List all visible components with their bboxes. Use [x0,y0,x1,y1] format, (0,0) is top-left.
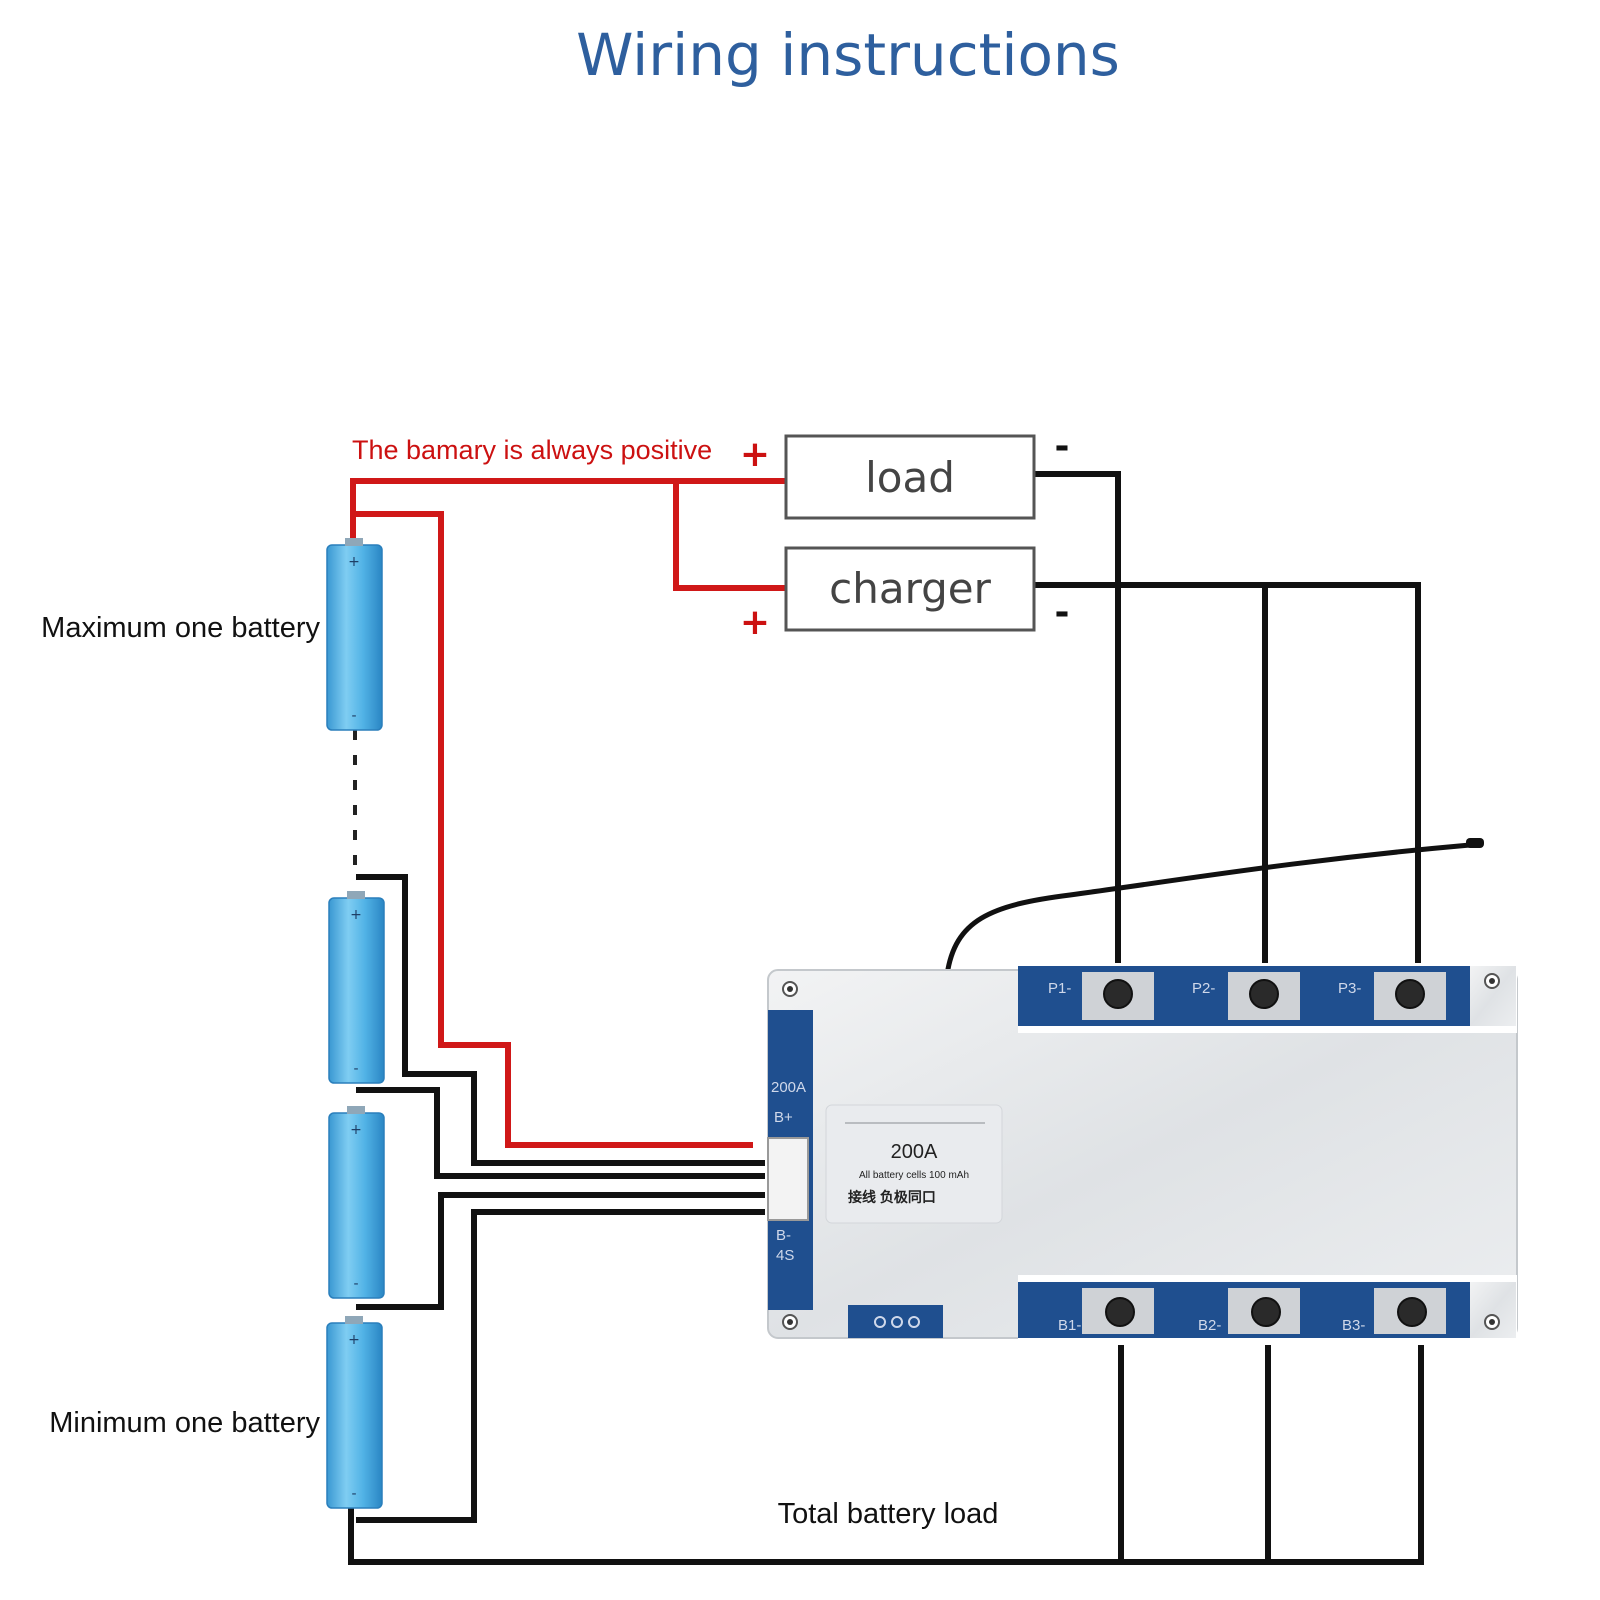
terminal-label-p2: P2- [1192,980,1215,997]
wire-total-load-bus [348,1500,1424,1565]
bms-board-icon: 200A All battery cells 100 mAh 接线 负极同口 2… [767,963,1518,1345]
board-label-plate [825,1104,1003,1224]
charger-plus-sign: + [740,602,770,643]
wire-balance-4 [356,1209,765,1523]
wire-charger-negative [1034,582,1421,983]
positive-note: The bamary is always positive [352,435,712,465]
bottom-port [848,1305,943,1338]
min-battery-label: Minimum one battery [49,1407,320,1439]
wire-positive-bplus [353,511,753,1148]
battery-plus-sign: + [350,907,362,923]
wire-balance-2 [356,1087,765,1179]
wire-balance-1 [356,874,765,1166]
terminal-label-b3: B3- [1342,1317,1365,1334]
terminal-label-p1: P1- [1048,980,1071,997]
charger-label: charger [829,564,991,613]
battery-plus-sign: + [348,1332,360,1348]
terminal-bolt-b3 [1397,1297,1427,1327]
battery-cell-2: + - [328,891,385,1084]
battery-minus-sign: - [351,708,356,724]
wire-positive-main [350,478,786,540]
battery-ellipsis [353,730,357,865]
battery-minus-sign: - [351,1486,356,1502]
charger-minus-sign: - [1055,592,1070,633]
battery-cell-max: + - [326,538,383,731]
load-plus-sign: + [740,434,770,475]
side-series-label: 4S [776,1247,794,1264]
load-box: load [784,434,1036,520]
terminal-bolt-b1 [1105,1297,1135,1327]
side-bminus-label: B- [776,1227,791,1244]
max-battery-label: Maximum one battery [41,612,320,644]
terminal-bolt-b2 [1251,1297,1281,1327]
battery-minus-sign: - [353,1061,358,1077]
board-spec-line: All battery cells 100 mAh [859,1170,969,1181]
battery-plus-sign: + [350,1122,362,1138]
battery-cell-3: + - [328,1106,385,1299]
battery-minus-sign: - [353,1276,358,1292]
battery-plus-sign: + [348,554,360,570]
wire-balance-3 [356,1192,765,1310]
terminal-bolt-p1 [1103,979,1133,1009]
terminal-bolt-p3 [1395,979,1425,1009]
page-title: Wiring instructions [576,21,1120,89]
balance-connector [767,1137,809,1221]
terminal-label-b1: B1- [1058,1317,1081,1334]
terminal-label-p3: P3- [1338,980,1361,997]
positive-wires [350,478,786,1148]
terminal-bolt-p2 [1249,979,1279,1009]
terminal-label-b2: B2- [1198,1317,1221,1334]
load-minus-sign: - [1055,426,1070,467]
board-note-line: 接线 负极同口 [848,1189,936,1205]
negative-wires [348,471,1424,1565]
temperature-probe-icon [944,842,1471,976]
battery-cell-min: + - [326,1316,383,1509]
probe-tip [1466,838,1484,848]
wire-positive-charger [673,481,786,591]
total-load-label: Total battery load [778,1498,999,1530]
wire-load-negative [1034,471,1121,983]
side-bplus-label: B+ [774,1109,793,1126]
board-rating: 200A [891,1141,938,1163]
charger-box: charger [784,546,1036,632]
load-label: load [865,453,955,502]
side-rating-label: 200A [771,1079,806,1096]
